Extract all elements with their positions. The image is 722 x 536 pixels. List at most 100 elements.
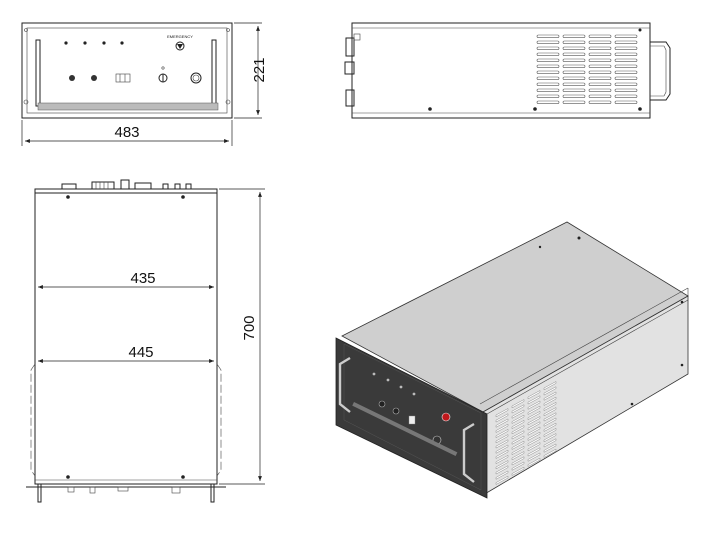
iso-vent-slot	[511, 425, 525, 435]
iso-vent-slot	[511, 456, 525, 466]
side-view	[344, 22, 671, 119]
iso-vent-slot	[511, 451, 525, 461]
iso-vent-slot	[543, 381, 557, 391]
vent-slot	[562, 34, 586, 38]
iso-vent-slot	[511, 404, 525, 414]
iso-vent-slot	[495, 444, 509, 454]
iso-vent-slot	[527, 436, 541, 447]
emergency-button-icon	[175, 41, 185, 51]
vent-slot	[536, 88, 560, 92]
outer-width-dimension: 445	[38, 344, 214, 363]
vent-slot	[588, 52, 612, 56]
iso-vent-slot	[527, 410, 541, 421]
iso-vent-slot	[527, 416, 541, 426]
iso-vent-slot	[495, 418, 509, 428]
vent-slot	[536, 58, 560, 62]
vent-slot	[536, 94, 560, 98]
front-width-label: 483	[114, 124, 139, 141]
iso-left-handle-icon	[338, 356, 351, 413]
iso-vent-slot	[543, 438, 557, 448]
iso-vent-slot	[511, 445, 525, 456]
vent-slot	[562, 52, 586, 56]
iso-vent-slot	[511, 414, 525, 424]
vent-slot	[614, 52, 638, 56]
vent-slot	[536, 100, 560, 104]
side-vent-grid	[536, 34, 638, 104]
iso-vent-slot	[543, 407, 557, 417]
vent-slot	[614, 34, 638, 38]
vent-slot	[588, 34, 612, 38]
vent-slot	[562, 40, 586, 44]
iso-vent-slot	[511, 419, 525, 430]
front-width-dimension: 483	[21, 120, 233, 146]
iso-vent-slot	[543, 412, 557, 422]
emergency-label: EMERGENCY	[167, 34, 193, 39]
depth-dimension: 700	[219, 188, 265, 485]
vent-slot	[614, 82, 638, 86]
iso-vent-slot	[511, 440, 525, 450]
iso-vent-grid	[495, 381, 557, 485]
iso-vent-slot	[543, 448, 557, 458]
iso-vent-slot	[543, 391, 557, 401]
front-view: EMERGENCY	[21, 22, 233, 119]
round-connector-icon	[190, 72, 202, 84]
iso-vent-slot	[527, 390, 541, 400]
vent-slot	[562, 58, 586, 62]
iso-vent-slot	[527, 405, 541, 415]
vent-slot	[536, 46, 560, 50]
vent-slot	[588, 46, 612, 50]
vent-slot	[536, 64, 560, 68]
vent-slot	[614, 88, 638, 92]
vent-slot	[614, 58, 638, 62]
vent-slot	[588, 64, 612, 68]
vent-slot	[614, 70, 638, 74]
vent-slot	[588, 70, 612, 74]
inner-width-label: 435	[130, 270, 155, 287]
vent-slot	[562, 76, 586, 80]
depth-label: 700	[241, 315, 258, 340]
vent-slot	[614, 94, 638, 98]
iso-vent-slot	[543, 386, 557, 396]
iso-vent-slot	[527, 442, 541, 452]
inner-width-dimension: 435	[38, 270, 214, 289]
vent-slot	[588, 82, 612, 86]
iso-vent-slot	[511, 409, 525, 419]
vent-strip	[37, 102, 219, 111]
front-height-label: 221	[251, 57, 268, 82]
vent-slot	[536, 82, 560, 86]
iso-vent-slot	[495, 465, 509, 475]
vent-slot	[614, 46, 638, 50]
iso-vent-slot	[543, 443, 557, 453]
left-handle-icon	[35, 39, 41, 107]
vent-slot	[562, 64, 586, 68]
iso-vent-slot	[543, 417, 557, 427]
iso-vent-slot	[495, 470, 509, 480]
vent-slot	[536, 40, 560, 44]
isometric-view	[335, 221, 689, 499]
iso-right-handle-icon	[462, 422, 475, 483]
iso-vent-slot	[495, 434, 509, 444]
right-handle-icon	[211, 39, 217, 107]
outer-width-label: 445	[128, 344, 153, 361]
vent-slot	[536, 76, 560, 80]
iso-vent-slot	[527, 447, 541, 457]
vent-slot	[588, 40, 612, 44]
vent-slot	[562, 94, 586, 98]
iso-vent-slot	[495, 428, 509, 439]
iso-vent-slot	[543, 422, 557, 432]
vent-slot	[536, 70, 560, 74]
vent-slot	[562, 100, 586, 104]
vent-slot	[562, 88, 586, 92]
iso-vent-slot	[527, 400, 541, 410]
iso-vent-slot	[527, 426, 541, 436]
iso-vent-slot	[495, 454, 509, 465]
iso-vent-slot	[495, 449, 509, 459]
vent-slot	[614, 40, 638, 44]
iso-vent-slot	[511, 435, 525, 445]
iso-emergency-button-icon	[441, 412, 451, 422]
vent-slot	[588, 100, 612, 104]
vent-slot	[536, 52, 560, 56]
vent-slot	[588, 76, 612, 80]
iso-vent-slot	[511, 399, 525, 409]
vent-slot	[536, 34, 560, 38]
